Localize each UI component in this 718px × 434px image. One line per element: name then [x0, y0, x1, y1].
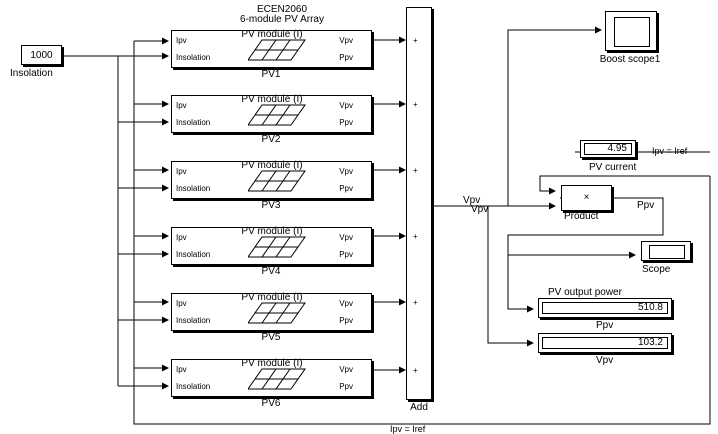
- product-block[interactable]: ×: [561, 185, 612, 211]
- port-ipv: Ipv: [176, 233, 187, 242]
- port-ppv: Ppv: [339, 118, 353, 127]
- multiply-icon: ×: [583, 192, 590, 203]
- pv-module-title: PV module (I): [241, 94, 303, 105]
- port-insolation: Insolation: [176, 250, 211, 259]
- pv-module-name-4: PV4: [261, 266, 281, 277]
- pv-module-name-1: PV1: [261, 69, 281, 80]
- boost-scope-label: Boost scope1: [599, 54, 661, 65]
- pv-module-name-5: PV5: [261, 332, 281, 343]
- solar-panel-icon: [248, 236, 306, 258]
- pv-module-block-3[interactable]: PV module (I) Ipv Insolation Vpv Ppv: [171, 160, 372, 199]
- pv-module-block-6[interactable]: PV module (I) Ipv Insolation Vpv Ppv: [171, 358, 372, 397]
- signal-label-ipv-iref: Ipv = Iref: [652, 146, 688, 156]
- scope-label: Scope: [642, 264, 671, 275]
- pv-output-power-title: PV output power: [548, 287, 622, 298]
- port-vpv: Vpv: [339, 299, 353, 308]
- port-ipv: Ipv: [176, 365, 187, 374]
- signal-label-ipv-iref: Ipv = Iref: [390, 424, 426, 434]
- pv-output-power-label: Ppv: [596, 320, 614, 331]
- pv-current-label: PV current: [589, 162, 637, 173]
- port-insolation: Insolation: [176, 53, 211, 62]
- port-vpv: Vpv: [339, 36, 353, 45]
- pv-output-power-value: 510.8: [542, 302, 668, 314]
- signal-label-ppv: Ppv: [637, 200, 655, 211]
- solar-panel-icon: [248, 39, 306, 61]
- port-insolation: Insolation: [176, 316, 211, 325]
- vpv-display-value: 103.2: [542, 337, 668, 349]
- pv-module-name-6: PV6: [261, 398, 281, 409]
- product-label: Product: [564, 211, 599, 222]
- port-vpv: Vpv: [339, 233, 353, 242]
- port-ppv: Ppv: [339, 53, 353, 62]
- scope-screen-icon: [649, 245, 685, 259]
- port-vpv: Vpv: [339, 101, 353, 110]
- pv-current-display[interactable]: 4.95: [580, 140, 636, 158]
- pv-module-block-1[interactable]: PV module (I) Ipv Insolation Vpv Ppv: [171, 29, 372, 68]
- solar-panel-icon: [248, 104, 306, 126]
- insolation-label: Insolation: [10, 68, 53, 79]
- add-input-plus: +: [413, 366, 418, 375]
- add-input-plus: +: [413, 100, 418, 109]
- port-ppv: Ppv: [339, 184, 353, 193]
- add-input-plus: +: [413, 232, 418, 241]
- port-ipv: Ipv: [176, 299, 187, 308]
- pv-current-value: 4.95: [584, 143, 632, 155]
- add-block-label: Add: [410, 402, 428, 413]
- pv-module-block-4[interactable]: PV module (I) Ipv Insolation Vpv Ppv: [171, 226, 372, 265]
- pv-module-title: PV module (I): [241, 226, 303, 237]
- scope-screen-icon: [614, 17, 650, 47]
- port-ipv: Ipv: [176, 36, 187, 45]
- port-ipv: Ipv: [176, 167, 187, 176]
- insolation-value: 1000: [30, 50, 53, 61]
- pv-module-name-2: PV2: [261, 134, 281, 145]
- insolation-constant-block[interactable]: 1000: [21, 45, 62, 65]
- add-input-plus: +: [413, 166, 418, 175]
- port-ipv: Ipv: [176, 101, 187, 110]
- pv-module-title: PV module (I): [241, 292, 303, 303]
- vpv-display[interactable]: 103.2: [538, 333, 672, 353]
- pv-module-title: PV module (I): [241, 29, 303, 40]
- vpv-display-label: Vpv: [596, 355, 614, 366]
- solar-panel-icon: [248, 170, 306, 192]
- port-ppv: Ppv: [339, 382, 353, 391]
- signal-label-vpv: Vpv: [471, 204, 489, 215]
- scope-block[interactable]: [641, 241, 691, 261]
- solar-panel-icon: [248, 302, 306, 324]
- model-title-line2: 6-module PV Array: [240, 14, 324, 25]
- pv-output-power-display[interactable]: 510.8: [538, 298, 672, 318]
- pv-module-block-5[interactable]: PV module (I) Ipv Insolation Vpv Ppv: [171, 292, 372, 331]
- add-input-plus: +: [413, 36, 418, 45]
- add-block[interactable]: + + + + + +: [406, 7, 432, 400]
- add-input-plus: +: [413, 298, 418, 307]
- pv-module-block-2[interactable]: PV module (I) Ipv Insolation Vpv Ppv: [171, 94, 372, 133]
- model-title-line1: ECEN2060: [256, 4, 308, 15]
- port-insolation: Insolation: [176, 382, 211, 391]
- port-vpv: Vpv: [339, 365, 353, 374]
- pv-module-name-3: PV3: [261, 200, 281, 211]
- solar-panel-icon: [248, 368, 306, 390]
- pv-module-title: PV module (I): [241, 358, 303, 369]
- boost-scope-block[interactable]: [605, 11, 657, 51]
- port-vpv: Vpv: [339, 167, 353, 176]
- signal-label-vpv: Vpv: [463, 195, 481, 206]
- port-ppv: Ppv: [339, 250, 353, 259]
- port-insolation: Insolation: [176, 184, 211, 193]
- port-insolation: Insolation: [176, 118, 211, 127]
- port-ppv: Ppv: [339, 316, 353, 325]
- pv-module-title: PV module (I): [241, 160, 303, 171]
